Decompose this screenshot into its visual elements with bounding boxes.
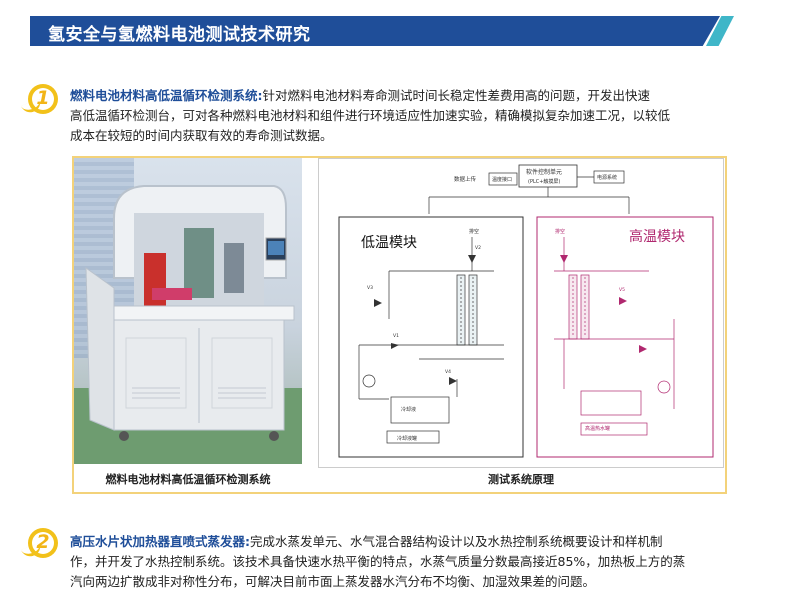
high-temp-module <box>536 216 714 458</box>
controller-label-2: (PLC+触摸屏) <box>528 178 560 185</box>
low-pump-icon <box>362 374 376 388</box>
low-tank-label: 冷却液罐 <box>397 435 417 442</box>
page-title: 氢安全与氢燃料电池测试技术研究 <box>48 25 311 45</box>
low-vent-label: 排空 <box>469 228 479 235</box>
diagram-caption: 测试系统原理 <box>488 473 554 486</box>
header-bar <box>30 16 720 46</box>
low-temp-title: 低温模块 <box>361 235 417 251</box>
section-1-line-2: 高低温循环检测台，可对各种燃料电池材料和组件进行环境适应性加速实验，精确模拟复杂… <box>70 108 671 123</box>
section-2-line-1: 完成水蒸发单元、水气混合器结构设计以及水热控制系统概要设计和样机制 <box>250 534 663 549</box>
section-2-number-badge: 2 <box>20 528 58 560</box>
page-header: 氢安全与氢燃料电池测试技术研究 <box>30 16 734 46</box>
section-2-number: 2 <box>36 531 50 553</box>
test-rig-illustration <box>74 158 302 464</box>
schematic-diagram: 数据上传 温度接口 软件控制单元 (PLC+触摸屏) 电源系统 低温模块 高温模… <box>318 158 724 468</box>
temp-interface-box <box>488 172 518 186</box>
low-reservoir-label: 冷却液 <box>401 406 416 413</box>
test-rig-photo <box>74 158 302 464</box>
temp-interface-label: 温度接口 <box>492 176 512 183</box>
high-pump-icon <box>657 380 671 394</box>
high-tank-label: 高温热水罐 <box>585 425 610 432</box>
upload-label: 数据上传 <box>454 175 477 183</box>
section-2-line-3: 汽向两边扩散成非对称性分布，可解决目前市面上蒸发器水汽分布不均衡、加湿效果差的问… <box>70 574 596 589</box>
v2-label: V2 <box>475 245 481 251</box>
section-1-paragraph: 燃料电池材料高低温循环检测系统:针对燃料电池材料寿命测试时间长稳定性差费用高的问… <box>70 86 730 146</box>
v5-label: V5 <box>619 287 625 293</box>
section-1-line-1: 针对燃料电池材料寿命测试时间长稳定性差费用高的问题，开发出快速 <box>262 88 651 103</box>
photo-caption: 燃料电池材料高低温循环检测系统 <box>105 473 271 486</box>
v4-label: V4 <box>445 369 451 375</box>
section-1-number-badge: 1 <box>20 84 58 116</box>
high-temp-title: 高温模块 <box>629 228 685 245</box>
controller-label-1: 软件控制单元 <box>526 168 562 176</box>
section-2-heading: 高压水片状加热器直喷式蒸发器: <box>70 534 250 549</box>
high-vent-label: 排空 <box>555 228 565 235</box>
v1-label: V1 <box>393 333 399 339</box>
section-1-heading: 燃料电池材料高低温循环检测系统: <box>70 88 263 103</box>
low-temp-module <box>338 216 524 458</box>
figure-panel: 燃料电池材料高低温循环检测系统 数据上传 温度接口 软件控制单元 (PLC+触摸… <box>72 156 727 494</box>
section-1-number: 1 <box>36 87 50 109</box>
power-system-label: 电源系统 <box>597 174 617 181</box>
section-1-line-3: 成本在较短的时间内获取有效的寿命测试数据。 <box>70 128 333 143</box>
section-2-line-2: 作，并开发了水热控制系统。该技术具备快速水热平衡的特点，水蒸气质量分数最高接近8… <box>70 554 686 569</box>
v3-label: V3 <box>367 285 373 291</box>
section-2-paragraph: 高压水片状加热器直喷式蒸发器:完成水蒸发单元、水气混合器结构设计以及水热控制系统… <box>70 532 730 592</box>
